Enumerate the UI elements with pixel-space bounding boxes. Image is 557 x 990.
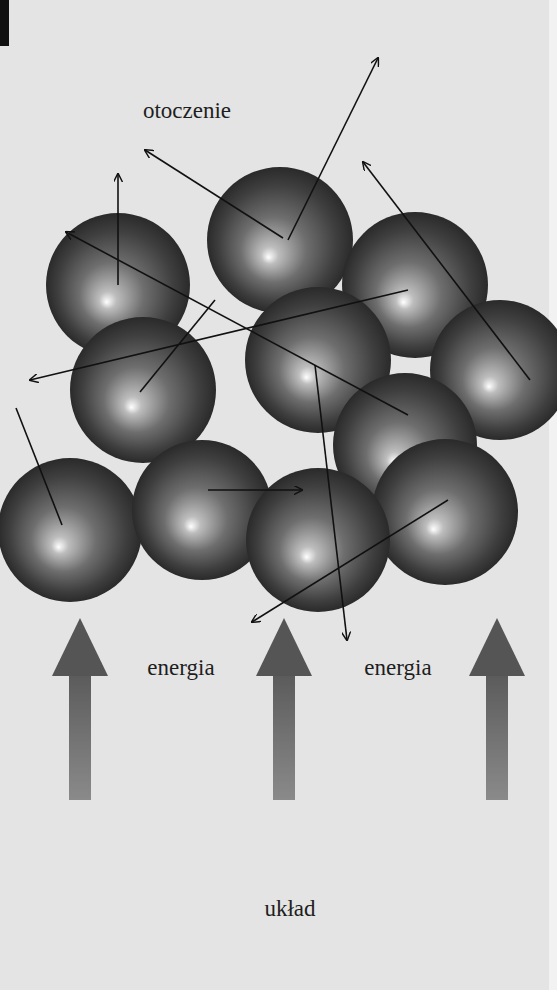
region-label: energia: [364, 655, 431, 680]
particles: [0, 167, 557, 612]
energy-arrows: [52, 618, 525, 800]
motion-arrows: [16, 58, 530, 640]
velocity-line: [16, 408, 62, 525]
velocity-arrow: [208, 489, 302, 491]
velocity-arrow: [145, 150, 283, 238]
region-label: otoczenie: [143, 98, 231, 123]
region-label: układ: [264, 896, 315, 921]
edge-strip: [549, 0, 557, 990]
edge-strip: [0, 0, 9, 46]
velocity-arrow: [315, 365, 347, 640]
energy-arrow-shaft: [273, 672, 295, 800]
velocity-arrow: [252, 500, 448, 622]
velocity-arrow: [288, 58, 378, 240]
energy-arrow-shaft: [69, 672, 91, 800]
velocity-arrow: [363, 162, 530, 380]
energy-arrow-head: [469, 618, 525, 676]
energy-arrow-head: [52, 618, 108, 676]
region-label: energia: [147, 655, 214, 680]
particle: [372, 439, 518, 585]
velocity-arrow: [30, 290, 408, 380]
velocity-line: [140, 300, 215, 392]
particle: [0, 458, 142, 602]
velocity-arrow: [66, 232, 408, 415]
energy-arrow-head: [256, 618, 312, 676]
velocity-arrow: [117, 174, 119, 285]
energy-arrow-shaft: [486, 672, 508, 800]
